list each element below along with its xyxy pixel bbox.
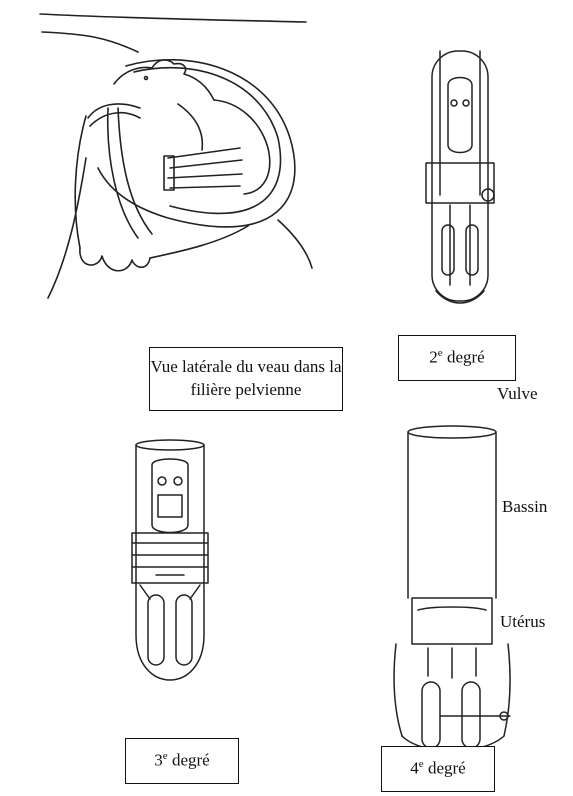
label-uterus: Utérus	[500, 612, 545, 632]
caption-lateral-view: Vue latérale du veau dans la filière pel…	[149, 347, 343, 411]
caption-third-degree: 3e degré	[125, 738, 239, 784]
second-degree-illustration	[410, 45, 510, 325]
caption-second-degree: 2e degré	[398, 335, 516, 381]
fourth-degree-illustration	[392, 420, 512, 760]
caption-second-degree-text: 2e degré	[429, 346, 484, 370]
caption-lateral-view-text: Vue latérale du veau dans la filière pel…	[150, 356, 342, 402]
caption-third-degree-text: 3e degré	[154, 749, 209, 773]
label-bassin: Bassin	[502, 497, 547, 517]
label-vulve: Vulve	[497, 384, 538, 404]
third-degree-illustration	[100, 435, 240, 725]
lateral-view-illustration	[28, 8, 318, 308]
caption-fourth-degree: 4e degré	[381, 746, 495, 792]
caption-fourth-degree-text: 4e degré	[410, 757, 465, 781]
